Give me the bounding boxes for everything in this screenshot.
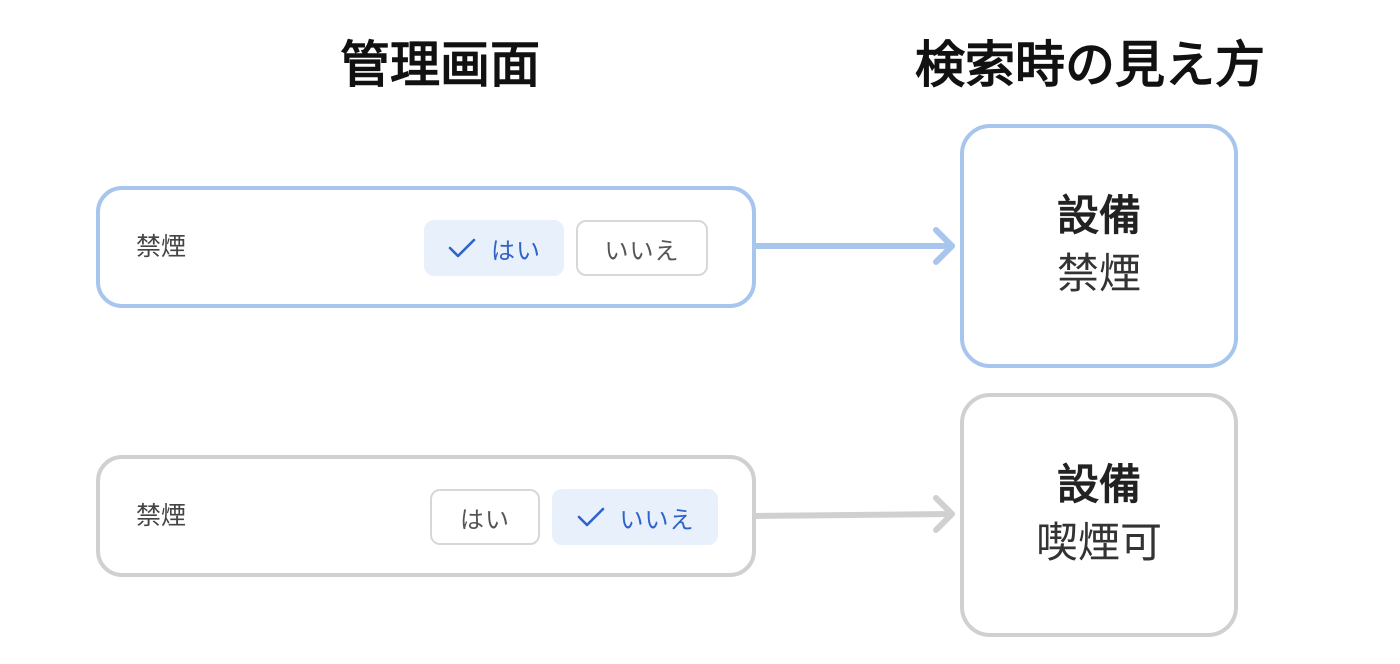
check-icon bbox=[448, 238, 476, 258]
yes-option-label: はい bbox=[460, 505, 510, 534]
check-icon bbox=[577, 507, 604, 527]
yes-option-label: はい bbox=[491, 236, 541, 265]
result-title: 設備 bbox=[1056, 191, 1141, 240]
result-title: 設備 bbox=[1056, 460, 1141, 509]
no-option-button[interactable]: いいえ bbox=[576, 220, 708, 276]
search-result-card-2: 設備 喫煙可 bbox=[960, 393, 1238, 637]
yes-option-button[interactable]: はい bbox=[424, 220, 564, 276]
search-result-card-1: 設備 禁煙 bbox=[960, 124, 1238, 368]
arrow-right-icon bbox=[754, 227, 955, 265]
no-option-label: いいえ bbox=[604, 236, 680, 265]
result-value: 喫煙可 bbox=[1035, 518, 1162, 567]
field-label: 禁煙 bbox=[136, 501, 187, 530]
field-label: 禁煙 bbox=[136, 232, 187, 261]
yes-option-button[interactable]: はい bbox=[430, 489, 540, 545]
search-view-heading: 検索時の見え方 bbox=[915, 36, 1265, 94]
no-option-label: いいえ bbox=[619, 505, 695, 534]
arrow-right-icon bbox=[754, 495, 955, 533]
no-option-button[interactable]: いいえ bbox=[552, 489, 718, 545]
admin-screen-heading: 管理画面 bbox=[340, 36, 540, 94]
result-value: 禁煙 bbox=[1056, 249, 1141, 298]
setting-card-row-2: 禁煙 はい いいえ bbox=[96, 455, 756, 577]
setting-card-row-1: 禁煙 はい いいえ bbox=[96, 186, 756, 308]
